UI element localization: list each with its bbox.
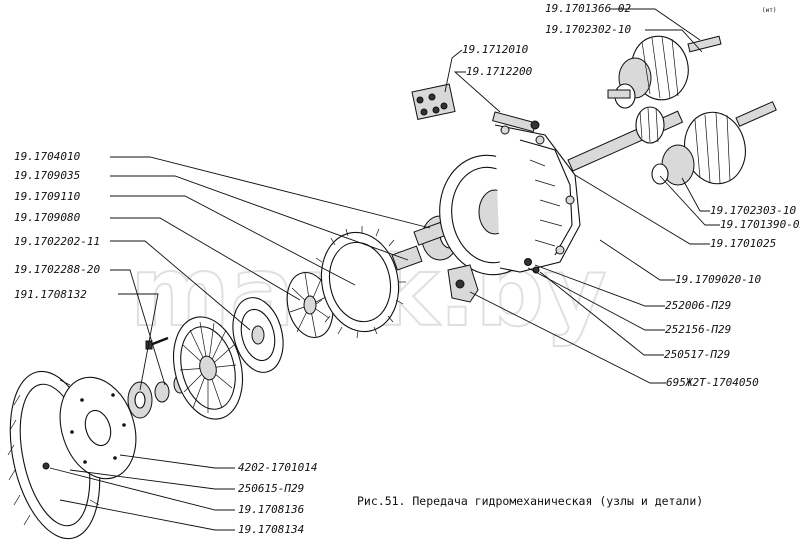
part-label-17: 252156-П29 — [665, 323, 731, 336]
leader-lines — [49, 8, 720, 531]
part-label-15: 19.1709020-10 — [675, 273, 761, 286]
valve-block-part — [411, 83, 456, 120]
part-label-21: 250615-П29 — [238, 482, 304, 495]
part-label-20: 4202-1701014 — [238, 461, 317, 474]
part-label-23: 19.1708134 — [238, 523, 304, 536]
part-label-11: 191.1708132 — [14, 288, 87, 301]
hub-part — [127, 374, 187, 419]
part-label-18: 250517-П29 — [664, 348, 730, 361]
part-label-7: 19.1709110 — [14, 190, 81, 203]
part-label-19: 695Ж2Т-1704050 — [666, 376, 759, 389]
clutch-pack-upper-part — [607, 35, 722, 109]
part-label-8: 19.1709080 — [14, 211, 81, 224]
reactor-plate-part — [232, 297, 284, 373]
part-label-5: 19.1704010 — [14, 150, 81, 163]
turbine-wheel-part — [173, 316, 243, 420]
part-label-4: 19.1712200 — [466, 65, 533, 78]
part-label-22: 19.1708136 — [238, 503, 305, 516]
torque-converter-part — [315, 226, 423, 339]
part-label-16: 252006-П29 — [665, 299, 731, 312]
valve-tube-part — [492, 111, 540, 133]
part-label-3: 19.1712010 — [462, 43, 529, 56]
part-label-13: 19.1701390-02 — [720, 218, 800, 231]
corner-mark: (ит) — [762, 7, 776, 14]
drive-disc-part — [59, 376, 137, 480]
part-label-1: 19.1701366-02 — [545, 2, 631, 15]
part-label-2: 19.1702302-10 — [545, 23, 631, 36]
part-label-10: 19.1702288-20 — [14, 263, 100, 276]
clutch-pack-lower-part — [651, 101, 777, 186]
gearbox-housing-part — [439, 124, 581, 276]
part-label-9: 19.1702202-11 — [14, 235, 100, 248]
part-label-14: 19.1701025 — [710, 237, 776, 250]
pump-wheel-part — [286, 271, 334, 339]
part-label-6: 19.1709035 — [14, 169, 80, 182]
figure-caption: Рис.51. Передача гидромеханическая (узлы… — [357, 494, 703, 508]
part-label-12: 19.1702303-10 — [710, 204, 796, 217]
input-shaft-part — [567, 106, 684, 172]
